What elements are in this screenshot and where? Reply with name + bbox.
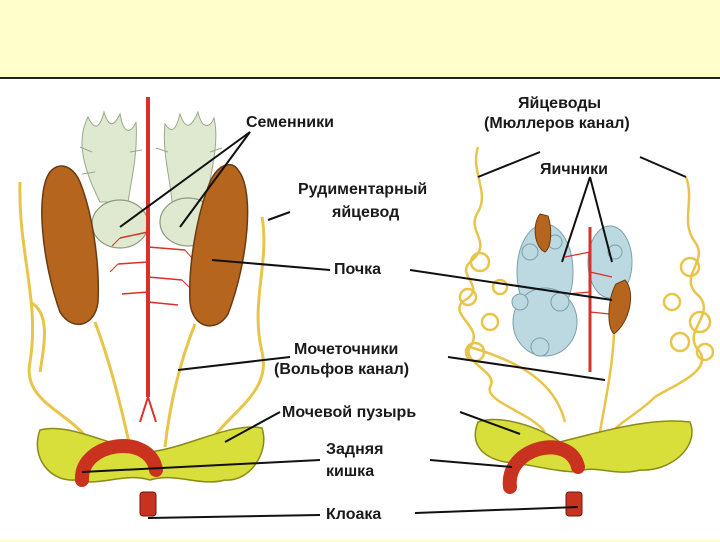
label-oviducts-2: (Мюллеров канал) — [484, 115, 630, 132]
anatomy-figure: Семенники Рудиментарный яйцевод Почка Мо… — [0, 77, 720, 540]
label-ovaries: Яичники — [540, 161, 608, 178]
label-oviducts-1: Яйцеводы — [518, 95, 601, 112]
label-ureters-2: (Вольфов канал) — [274, 361, 409, 378]
label-rudimentary-oviduct-2: яйцевод — [331, 204, 399, 221]
cloaca-female — [566, 492, 582, 516]
male-urogenital-system — [20, 97, 264, 516]
testis-lobules-left — [80, 112, 142, 202]
label-cloaca: Клоака — [326, 506, 381, 523]
label-hindgut-1: Задняя — [326, 441, 383, 458]
urogenital-system-diagram: Семенники Рудиментарный яйцевод Почка Мо… — [0, 79, 720, 542]
testis-left — [92, 200, 148, 248]
cloaca-male — [140, 492, 156, 516]
label-kidney: Почка — [334, 261, 381, 278]
label-bladder: Мочевой пузырь — [282, 404, 416, 421]
label-hindgut-2: кишка — [326, 463, 374, 480]
label-testes: Семенники — [246, 114, 334, 131]
kidney-male-left — [42, 166, 98, 324]
label-ureters-1: Мочеточники — [294, 341, 398, 358]
label-rudimentary-oviduct-1: Рудиментарный — [298, 181, 427, 198]
slide-header — [0, 0, 720, 77]
female-urogenital-system — [459, 147, 713, 516]
